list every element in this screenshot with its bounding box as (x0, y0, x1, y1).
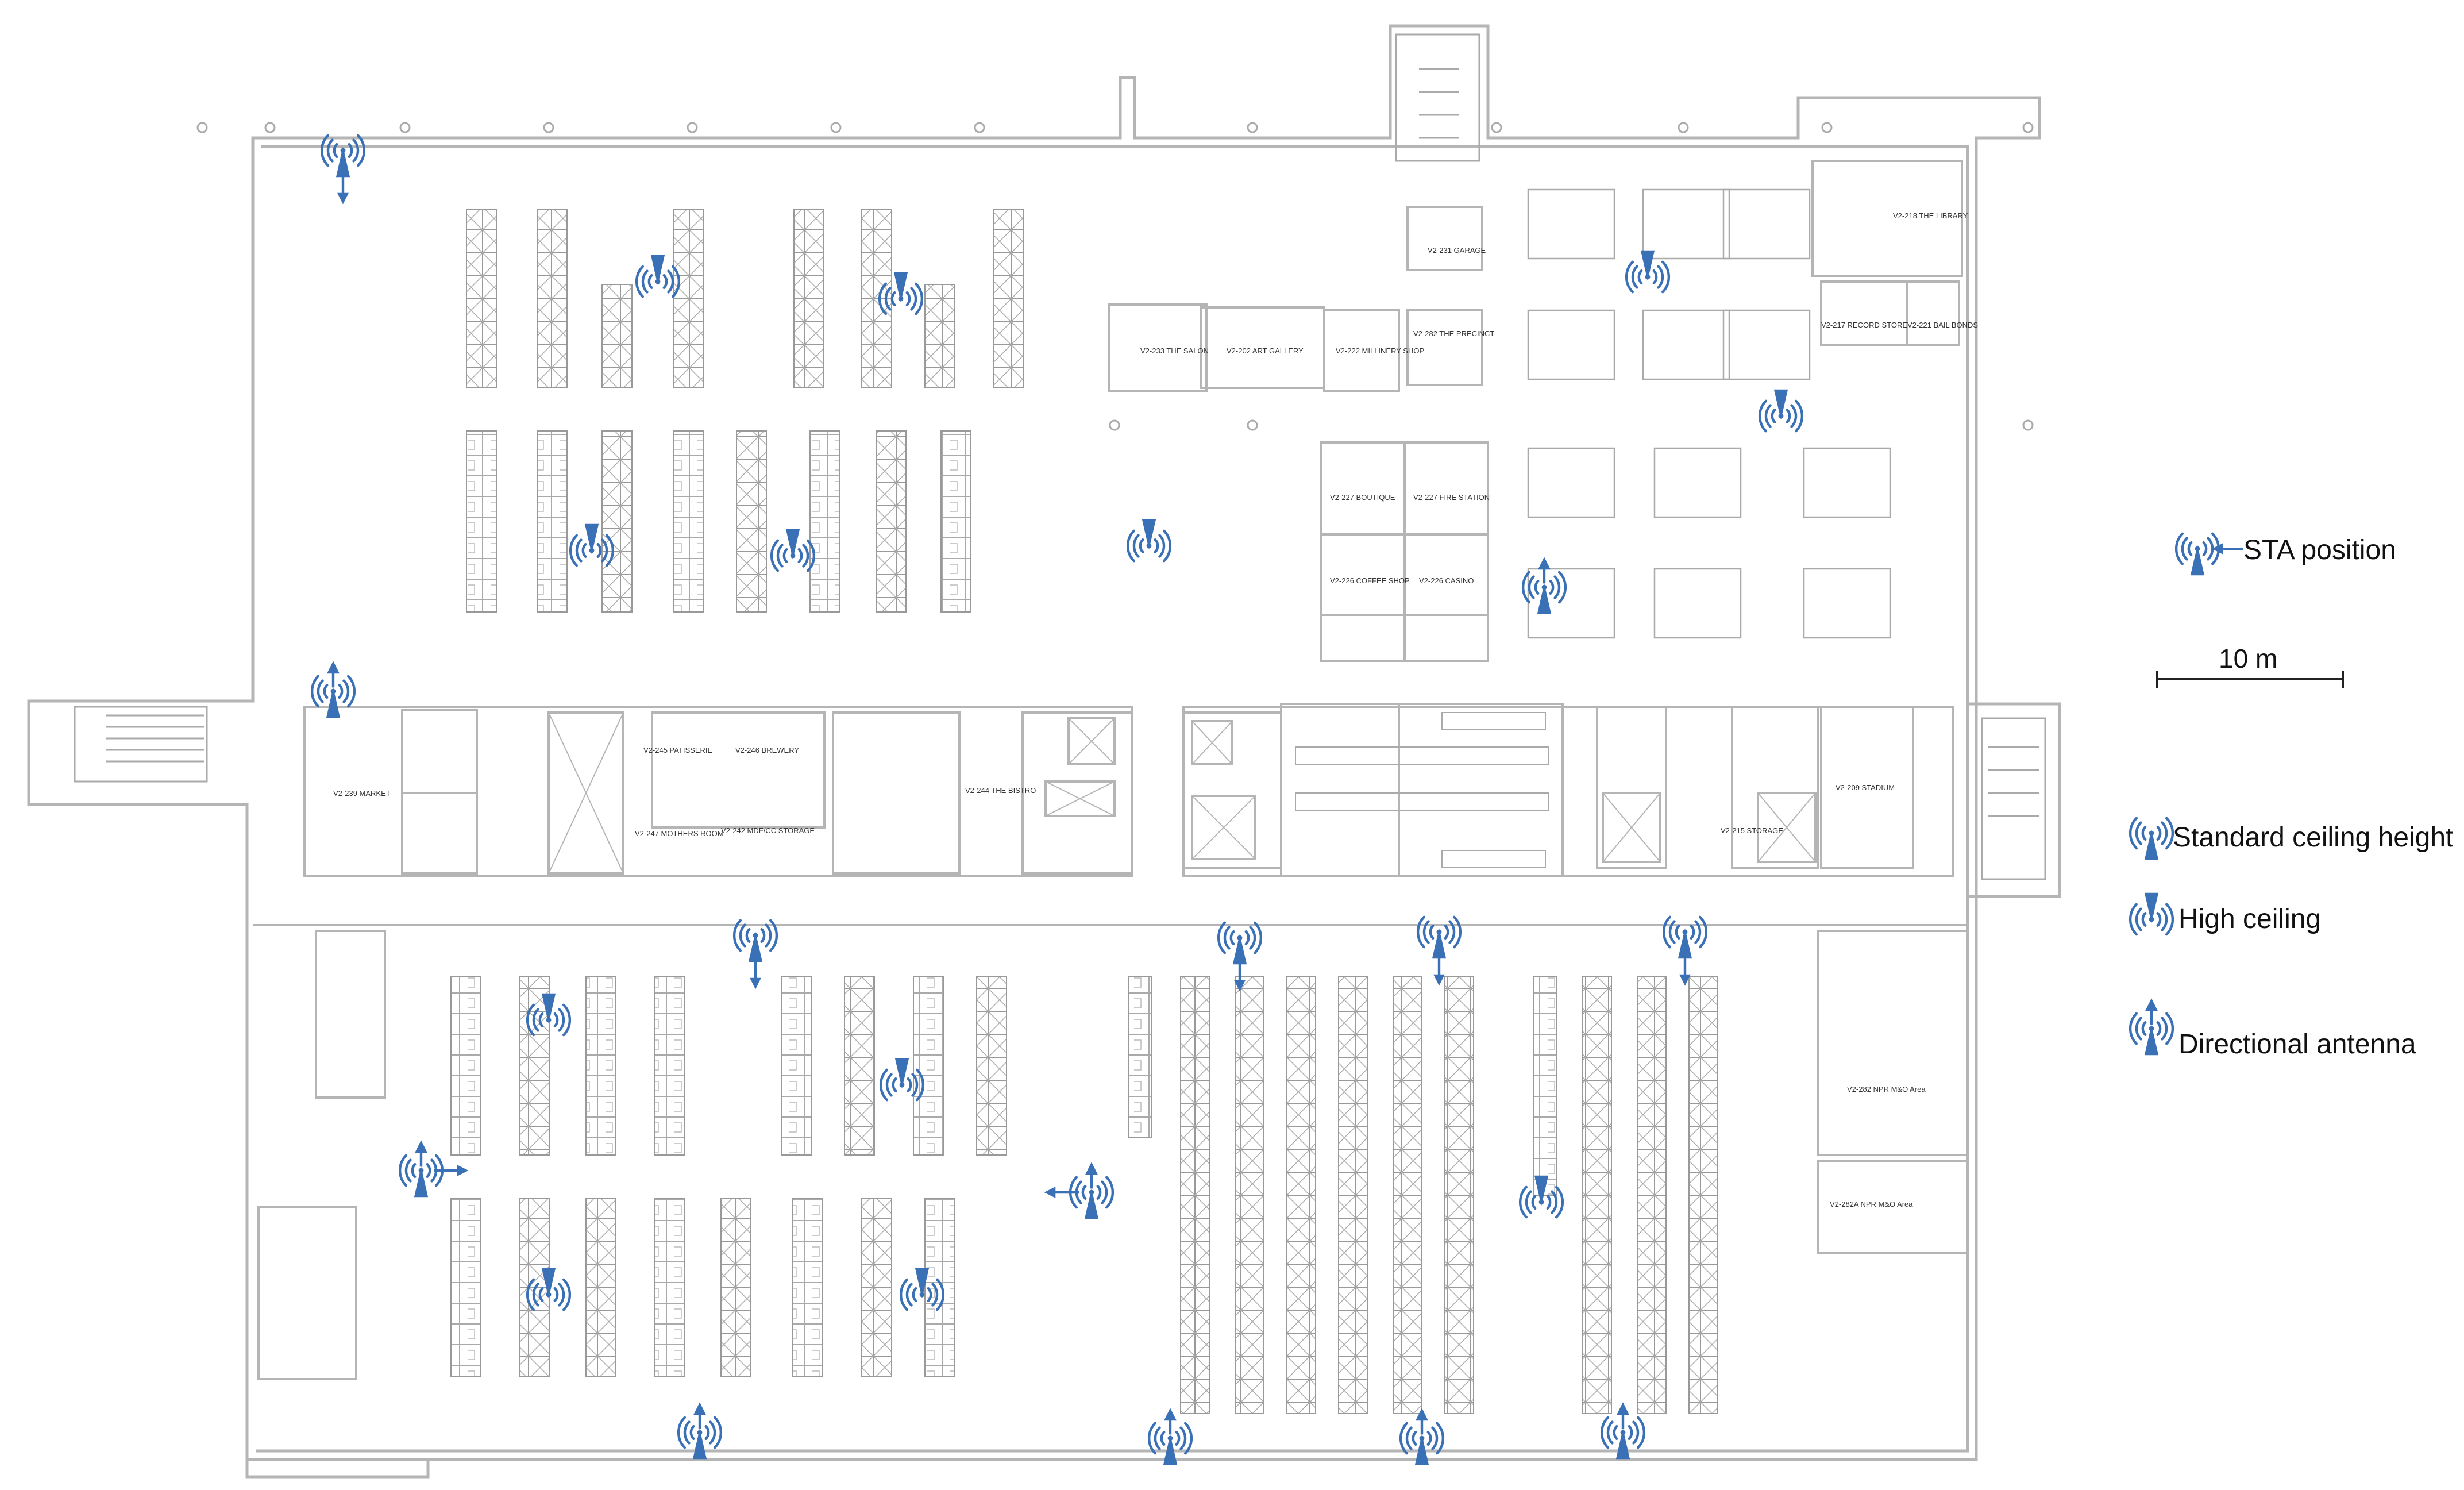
access-point-directional-25 (1600, 1402, 1646, 1460)
room-label-casino: V2-226 CASINO (1419, 576, 1474, 585)
sw-rack-zone (450, 976, 1007, 1377)
scale-bar-label: 10 m (2219, 644, 2277, 673)
access-point-standard-11 (732, 919, 778, 990)
north-east-rooms (1108, 160, 1963, 662)
room-label-millinery: V2-222 MILLINERY SHOP (1336, 346, 1424, 355)
access-point-high-7 (1625, 250, 1671, 294)
restroom-fixtures (1295, 712, 1549, 868)
room-label-patisserie: V2-245 PATISSERIE (643, 746, 713, 754)
room-label-bistro: V2-244 THE BISTRO (965, 786, 1036, 795)
access-point-directional-10 (310, 661, 356, 718)
access-point-high-2 (635, 255, 681, 298)
stairs (74, 33, 2046, 880)
room-label-market: V2-239 MARKET (333, 789, 391, 798)
room-label-mothers-room: V2-247 MOTHERS ROOM (635, 829, 724, 838)
room-label-bail-bonds: V2-221 BAIL BONDS (1907, 321, 1978, 329)
column-markers (196, 122, 2034, 431)
room-label-coffee-shop: V2-226 COFFEE SHOP (1330, 576, 1410, 585)
legend-directional-label: Directional antenna (2178, 1029, 2416, 1060)
access-point-directional-23 (1147, 1408, 1193, 1465)
room-label-fire-station: V2-227 FIRE STATION (1413, 493, 1490, 502)
south-east-rooms (257, 930, 1969, 1380)
room-label-brewery: V2-246 BREWERY (735, 746, 799, 754)
access-point-directional-22 (677, 1402, 723, 1460)
high-ceiling-glyph (2128, 892, 2174, 936)
directional-antenna-glyph (2128, 998, 2174, 1056)
central-corridor (253, 703, 1968, 926)
room-label-storage: V2-215 STORAGE (1721, 826, 1783, 835)
se-rack-zone (1128, 976, 1718, 1414)
room-labels: V2-233 THE SALON V2-202 ART GALLERY V2-2… (333, 211, 1978, 1208)
access-point-standard-14 (1662, 915, 1708, 986)
building-walls (27, 24, 2061, 1479)
access-point-high-16 (879, 1058, 925, 1102)
room-label-stadium: V2-209 STADIUM (1836, 783, 1895, 792)
access-point-high-6 (1126, 519, 1172, 563)
marker-layer (310, 134, 1804, 1465)
scale-bar (2156, 671, 2344, 688)
legend-high-label: High ceiling (2178, 904, 2321, 934)
room-label-npr-area: V2-282 NPR M&O Area (1847, 1085, 1926, 1094)
access-point-standard-12 (1217, 921, 1263, 992)
access-point-directional-18 (1044, 1162, 1115, 1219)
access-point-directional-17 (398, 1140, 469, 1198)
access-point-high-20 (526, 1268, 572, 1311)
access-point-high-19 (1518, 1175, 1564, 1219)
access-point-standard-1 (320, 134, 366, 205)
access-point-standard-13 (1416, 915, 1462, 986)
nw-rack-zone (466, 209, 1024, 613)
access-point-high-5 (770, 529, 816, 572)
standard-ceiling-glyph (2128, 817, 2174, 860)
room-label-garage: V2-231 GARAGE (1428, 246, 1486, 255)
desk-clusters (1527, 188, 1891, 639)
access-point-directional-24 (1399, 1408, 1445, 1465)
room-label-library: V2-218 THE LIBRARY (1893, 211, 1968, 220)
room-label-precinct: V2-282 THE PRECINCT (1413, 329, 1494, 338)
room-label-salon: V2-233 THE SALON (1140, 346, 1209, 355)
access-point-high-8 (1758, 389, 1804, 433)
room-label-mdf-storage: V2-242 MDF/CC STORAGE (721, 826, 815, 835)
room-label-art-gallery: V2-202 ART GALLERY (1227, 346, 1304, 355)
legend: STA position 10 m Standard ceiling heigh… (2128, 532, 2453, 1060)
room-label-npr-area-a: V2-282A NPR M&O Area (1830, 1200, 1913, 1208)
access-point-directional-9 (1521, 557, 1567, 614)
legend-sta-label: STA position (2243, 535, 2396, 565)
legend-standard-label: Standard ceiling height (2173, 822, 2453, 853)
room-label-record-store: V2-217 RECORD STORE (1821, 321, 1907, 329)
high-ceiling-icon (2128, 892, 2174, 936)
sta-position-icon (2174, 532, 2243, 576)
access-point-high-3 (878, 272, 924, 315)
room-label-boutique: V2-227 BOUTIQUE (1330, 493, 1395, 502)
access-point-high-21 (899, 1268, 945, 1311)
access-point-high-4 (569, 523, 615, 567)
standard-ceiling-icon (2128, 817, 2174, 860)
sta-antenna-glyph (2174, 532, 2220, 576)
access-point-high-15 (526, 993, 572, 1037)
directional-antenna-icon (2128, 998, 2174, 1056)
